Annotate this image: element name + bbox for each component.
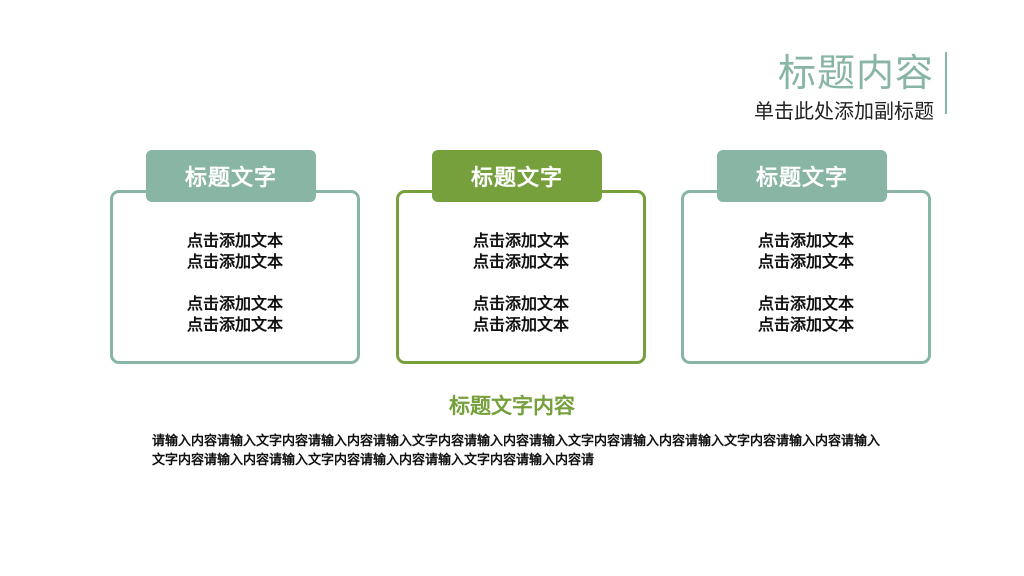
title-accent-bar: [945, 52, 947, 114]
card-1: 标题文字 点击添加文本 点击添加文本 点击添加文本 点击添加文本: [110, 150, 360, 364]
card-2: 标题文字 点击添加文本 点击添加文本 点击添加文本 点击添加文本: [396, 150, 646, 364]
slide-title[interactable]: 标题内容: [777, 51, 934, 95]
card-tab-label[interactable]: 标题文字: [432, 150, 602, 202]
card-line[interactable]: 点击添加文本: [472, 252, 569, 271]
card-line[interactable]: 点击添加文本: [757, 294, 854, 313]
card-body: 点击添加文本 点击添加文本 点击添加文本 点击添加文本: [681, 230, 931, 335]
card-line[interactable]: 点击添加文本: [472, 231, 569, 250]
card-line[interactable]: 点击添加文本: [472, 294, 569, 313]
card-line[interactable]: 点击添加文本: [186, 231, 283, 250]
card-tab-label[interactable]: 标题文字: [717, 150, 887, 202]
card-body: 点击添加文本 点击添加文本 点击添加文本 点击添加文本: [396, 230, 646, 335]
card-line[interactable]: 点击添加文本: [186, 294, 283, 313]
slide-subtitle[interactable]: 单击此处添加副标题: [754, 99, 934, 123]
card-line[interactable]: 点击添加文本: [757, 231, 854, 250]
card-line[interactable]: 点击添加文本: [472, 315, 569, 334]
card-line[interactable]: 点击添加文本: [186, 315, 283, 334]
card-body: 点击添加文本 点击添加文本 点击添加文本 点击添加文本: [110, 230, 360, 335]
card-line[interactable]: 点击添加文本: [186, 252, 283, 271]
card-frame: [110, 190, 360, 364]
card-line[interactable]: 点击添加文本: [757, 252, 854, 271]
card-3: 标题文字 点击添加文本 点击添加文本 点击添加文本 点击添加文本: [681, 150, 931, 364]
card-tab-label[interactable]: 标题文字: [146, 150, 316, 202]
card-line[interactable]: 点击添加文本: [757, 315, 854, 334]
section-body-text[interactable]: 请输入内容请输入文字内容请输入内容请输入文字内容请输入内容请输入文字内容请输入内…: [152, 434, 881, 468]
card-frame: [681, 190, 931, 364]
title-block: 标题内容 单击此处添加副标题: [754, 50, 934, 124]
section-heading[interactable]: 标题文字内容: [449, 394, 575, 418]
